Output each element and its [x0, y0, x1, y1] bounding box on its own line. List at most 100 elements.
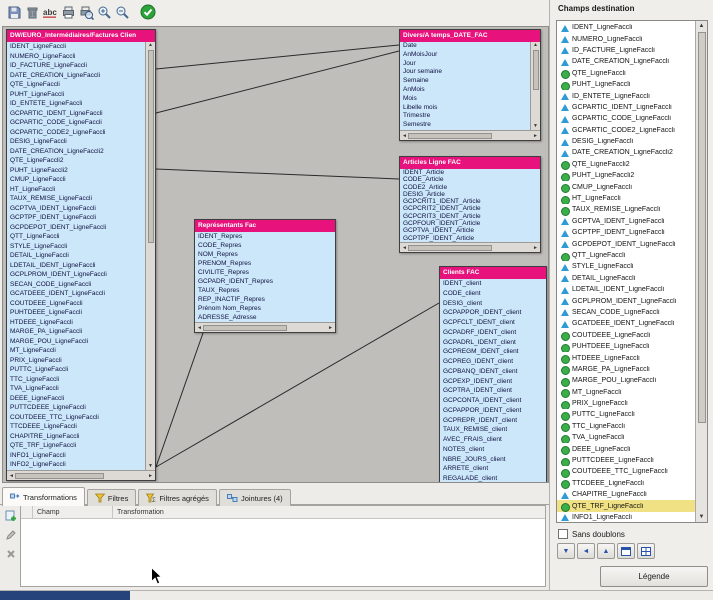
- table-field[interactable]: DESIG_Article: [400, 191, 540, 198]
- vertical-scrollbar[interactable]: ▲▼: [695, 21, 707, 522]
- destination-field-row[interactable]: PUTTC_LigneFaccli: [557, 409, 695, 420]
- scroll-down-icon[interactable]: ▼: [699, 512, 705, 522]
- table-field[interactable]: CHAPITRE_LigneFaccli: [7, 432, 145, 442]
- table-field[interactable]: NBRE_JOURS_client: [440, 455, 546, 465]
- destination-field-row[interactable]: PUHT_LigneFaccli: [557, 79, 695, 90]
- destination-field-row[interactable]: PUTTCDEEE_LigneFaccli: [557, 455, 695, 466]
- table-field[interactable]: IDENT_Repres: [195, 232, 335, 241]
- scroll-right-icon[interactable]: ►: [148, 473, 153, 479]
- destination-field-row[interactable]: STYLE_LigneFaccli: [557, 261, 695, 272]
- scrollbar-thumb[interactable]: [148, 50, 154, 243]
- destination-field-row[interactable]: GCPARTIC_IDENT_LigneFaccli: [557, 102, 695, 113]
- table-field[interactable]: DETAIL_LigneFaccli: [7, 251, 145, 261]
- destination-field-row[interactable]: GCATDEEE_IDENT_LigneFaccli: [557, 318, 695, 329]
- table-title[interactable]: Articles Ligne FAC: [400, 157, 540, 169]
- destination-field-row[interactable]: CHAPITRE_LigneFaccli: [557, 489, 695, 500]
- add-transformation-button[interactable]: [4, 509, 18, 523]
- table-field[interactable]: NOTES_client: [440, 445, 546, 455]
- table-field[interactable]: GCPFOUR_IDENT_Article: [400, 220, 540, 227]
- column-header-champ[interactable]: Champ: [33, 506, 113, 518]
- table-field[interactable]: Jour: [400, 60, 530, 69]
- table-field[interactable]: GCPTPF_IDENT_Article: [400, 235, 540, 242]
- table-field[interactable]: DEEE_LigneFaccli: [7, 394, 145, 404]
- table-field[interactable]: IDENT_Article: [400, 169, 540, 176]
- table-title[interactable]: Divers/A temps_DATE_FAC: [400, 30, 540, 42]
- table-field[interactable]: QTT_LigneFaccli: [7, 232, 145, 242]
- table-field[interactable]: INFO1_LigneFaccli: [7, 451, 145, 461]
- table-field[interactable]: TAUX_REMISE_LigneFaccli: [7, 194, 145, 204]
- destination-field-list[interactable]: IDENT_LigneFaccliNUMERO_LigneFaccliID_FA…: [556, 20, 708, 523]
- scroll-down-icon[interactable]: ▼: [148, 463, 153, 470]
- table-field[interactable]: Date: [400, 42, 530, 51]
- move-left-button[interactable]: ◄: [577, 543, 595, 559]
- destination-field-row[interactable]: TAUX_REMISE_LigneFaccli: [557, 204, 695, 215]
- table-field[interactable]: TAUX_REMISE_client: [440, 425, 546, 435]
- destination-field-row[interactable]: MT_LigneFaccli: [557, 387, 695, 398]
- table-field[interactable]: GCPARTIC_IDENT_LigneFaccli: [7, 109, 145, 119]
- table-field[interactable]: GCPADRF_IDENT_client: [440, 328, 546, 338]
- table-field[interactable]: REGALADE_client: [440, 474, 546, 483]
- destination-field-row[interactable]: QTE_LigneFaccli: [557, 68, 695, 79]
- table-field[interactable]: CODE_client: [440, 289, 546, 299]
- destination-field-row[interactable]: GCPDEPOT_IDENT_LigneFaccli: [557, 238, 695, 249]
- table-field[interactable]: MARGE_PA_LigneFaccli: [7, 327, 145, 337]
- zoom-in-button[interactable]: [95, 3, 113, 21]
- table-field[interactable]: GCPREGM_IDENT_client: [440, 347, 546, 357]
- tab-filtres-agreges[interactable]: Σ Filtres agrégés: [138, 489, 217, 506]
- table-field[interactable]: AVEC_FRAIS_client: [440, 435, 546, 445]
- destination-field-row[interactable]: GCPLPROM_IDENT_LigneFaccli: [557, 295, 695, 306]
- table-field[interactable]: Jour semaine: [400, 68, 530, 77]
- scroll-left-icon[interactable]: ◄: [9, 473, 14, 479]
- horizontal-scrollbar[interactable]: ◄►: [195, 322, 335, 332]
- table-field[interactable]: GCPADR_IDENT_Repres: [195, 277, 335, 286]
- entity-table-representants[interactable]: Représentants Fac IDENT_RepresCODE_Repre…: [194, 219, 336, 333]
- scroll-left-icon[interactable]: ◄: [402, 245, 407, 251]
- sans-doublons-checkbox-row[interactable]: Sans doublons: [558, 529, 625, 539]
- scroll-right-icon[interactable]: ►: [328, 325, 333, 331]
- table-field[interactable]: MT_LigneFaccli: [7, 346, 145, 356]
- destination-field-row[interactable]: DESIG_LigneFaccli: [557, 136, 695, 147]
- table-field[interactable]: GCPREG_IDENT_client: [440, 357, 546, 367]
- join-line[interactable]: [156, 169, 399, 179]
- table-field[interactable]: Trimestre: [400, 112, 530, 121]
- destination-field-row[interactable]: GCPARTIC_CODE2_LigneFaccli: [557, 125, 695, 136]
- destination-field-row[interactable]: HTDEEE_LigneFaccli: [557, 352, 695, 363]
- move-up-button[interactable]: ▲: [597, 543, 615, 559]
- move-down-button[interactable]: ▼: [557, 543, 575, 559]
- entity-table-articles[interactable]: Articles Ligne FAC IDENT_ArticleCODE_Art…: [399, 156, 541, 253]
- table-field[interactable]: ID_ENTETE_LigneFaccli: [7, 99, 145, 109]
- table-field[interactable]: CMUP_LigneFaccli: [7, 175, 145, 185]
- scrollbar-thumb[interactable]: [408, 245, 492, 251]
- scroll-right-icon[interactable]: ►: [533, 133, 538, 139]
- destination-field-row[interactable]: COUTDEEE_LigneFaccli: [557, 330, 695, 341]
- dialog-button[interactable]: [617, 543, 635, 559]
- destination-field-row[interactable]: PUHTDEEE_LigneFaccli: [557, 341, 695, 352]
- table-field[interactable]: DESIG_LigneFaccli: [7, 137, 145, 147]
- table-field[interactable]: GCPAPPOR_IDENT_client: [440, 308, 546, 318]
- join-line[interactable]: [156, 333, 203, 467]
- destination-field-row[interactable]: ID_ENTETE_LigneFaccli: [557, 90, 695, 101]
- table-field[interactable]: GCPTVA_IDENT_Article: [400, 227, 540, 234]
- table-field[interactable]: TVA_LigneFaccli: [7, 384, 145, 394]
- table-field[interactable]: DATE_CREATION_LigneFaccli2: [7, 147, 145, 157]
- table-field[interactable]: HT_LigneFaccli: [7, 185, 145, 195]
- grid-button[interactable]: [637, 543, 655, 559]
- table-field[interactable]: GCPLPROM_IDENT_LigneFaccli: [7, 270, 145, 280]
- table-field[interactable]: SECAN_CODE_LigneFaccli: [7, 280, 145, 290]
- scroll-down-icon[interactable]: ▼: [533, 123, 538, 130]
- table-field[interactable]: TTCDEEE_LigneFaccli: [7, 422, 145, 432]
- delete-transformation-button[interactable]: [4, 547, 18, 561]
- table-title[interactable]: Clients FAC: [440, 267, 546, 279]
- table-field[interactable]: Mois: [400, 95, 530, 104]
- legende-button[interactable]: Légende: [600, 566, 708, 587]
- table-field[interactable]: QTE_TRF_LigneFaccli: [7, 441, 145, 451]
- table-field[interactable]: ID_FACTURE_LigneFaccli: [7, 61, 145, 71]
- table-title[interactable]: DW/EURO_Intermédiaires/Factures Clien: [7, 30, 155, 42]
- destination-field-row[interactable]: MARGE_PA_LigneFaccli: [557, 364, 695, 375]
- destination-field-row[interactable]: ID_FACTURE_LigneFaccli: [557, 45, 695, 56]
- destination-field-row[interactable]: QTE_LigneFaccli2: [557, 159, 695, 170]
- destination-field-row[interactable]: TTC_LigneFaccli: [557, 421, 695, 432]
- delete-button[interactable]: [23, 3, 41, 21]
- scroll-left-icon[interactable]: ◄: [197, 325, 202, 331]
- destination-field-row[interactable]: DATE_CREATION_LigneFaccli2: [557, 147, 695, 158]
